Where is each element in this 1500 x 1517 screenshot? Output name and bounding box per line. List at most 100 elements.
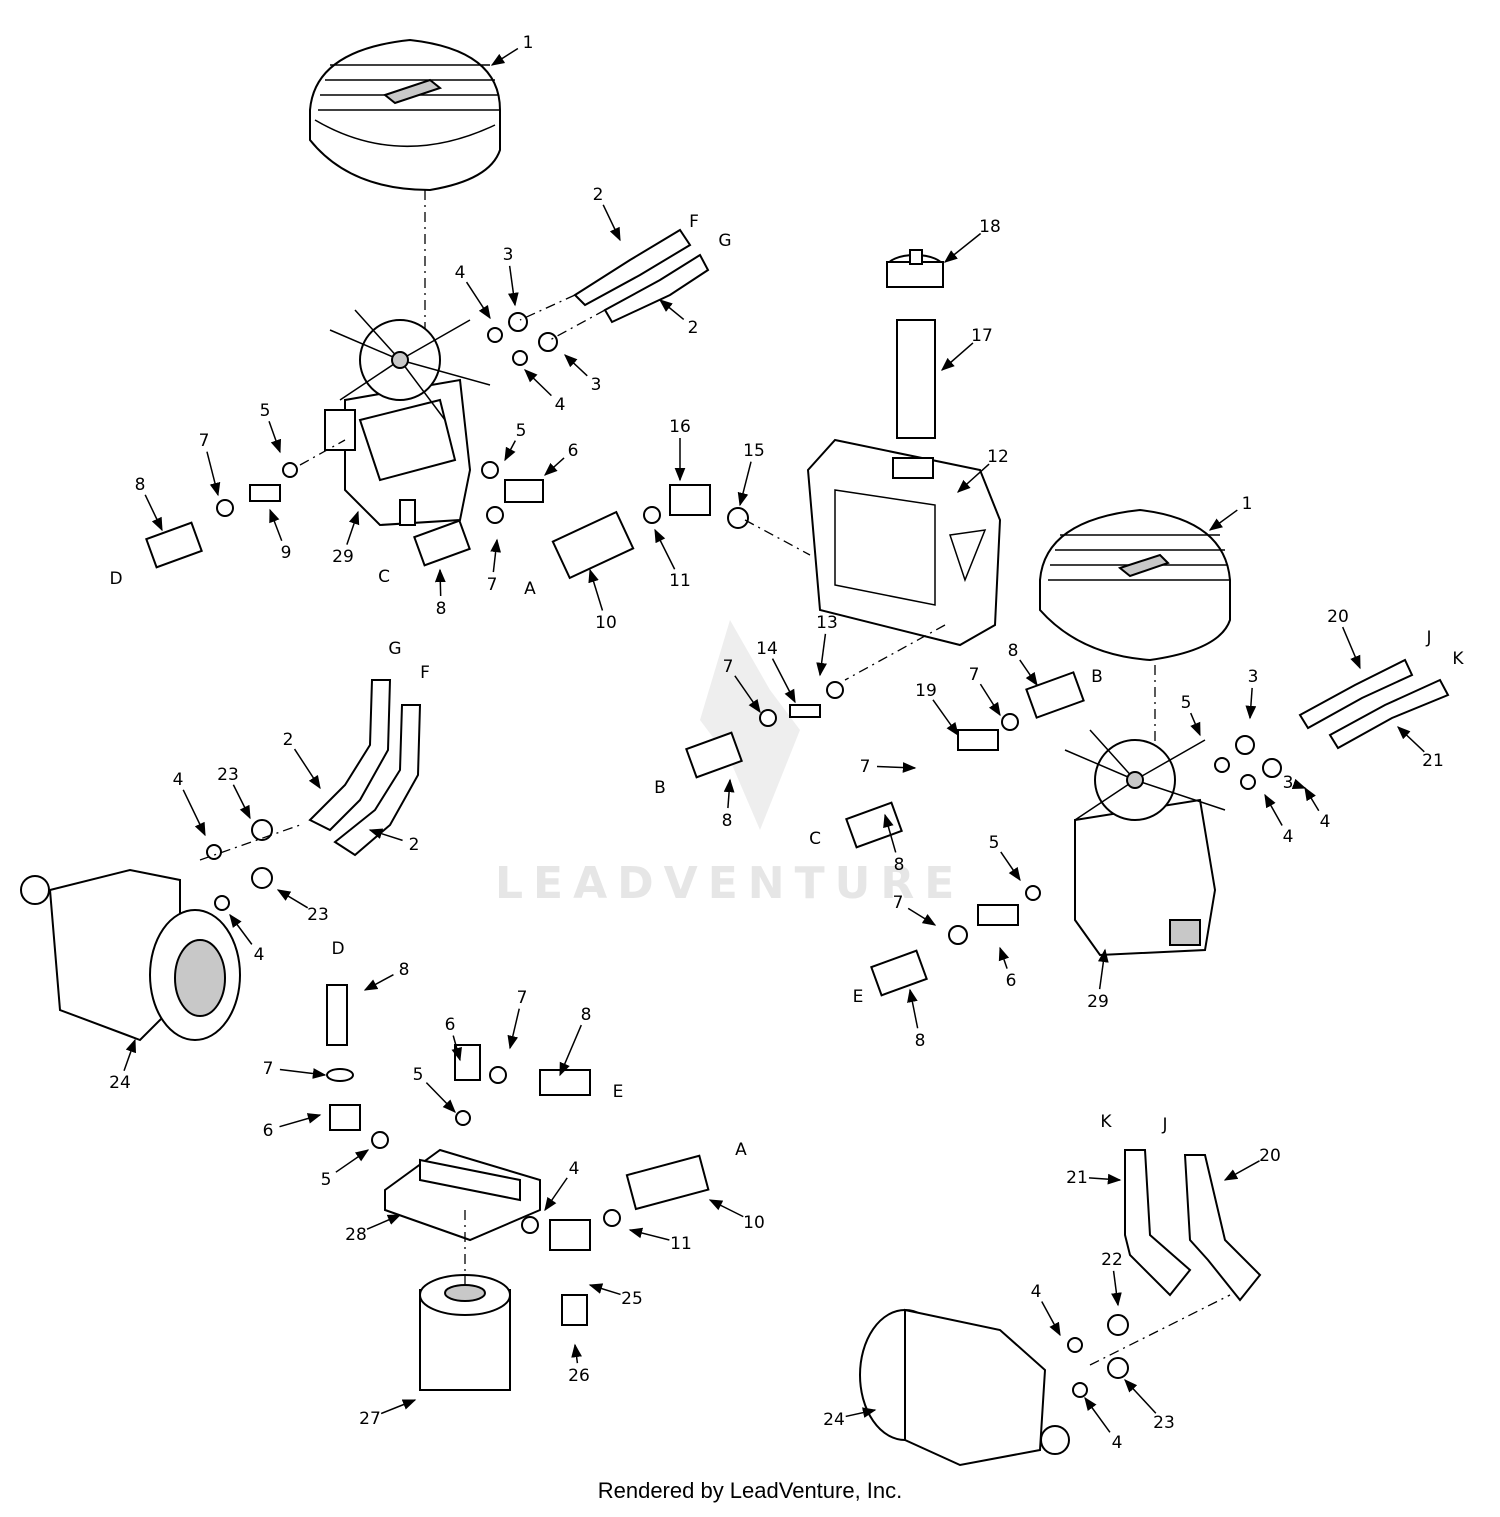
leader-arrow [979, 683, 1001, 717]
hydro-pump-top-left [324, 309, 491, 527]
callout-4: 4 [455, 263, 466, 283]
callout-8: 8 [894, 855, 905, 875]
leader-arrows [123, 47, 1425, 1433]
leader-arrow [1291, 778, 1307, 790]
leader-arrow [1041, 1301, 1061, 1337]
leader-arrow [182, 789, 206, 837]
leader-arrow [588, 1283, 621, 1296]
callout-7: 7 [723, 657, 734, 677]
callout-11: 11 [669, 571, 691, 591]
leader-arrow [723, 778, 735, 809]
callout-f: F [420, 663, 430, 683]
callout-1: 1 [1242, 494, 1253, 514]
leader-arrow [940, 342, 974, 371]
fan-cover-right [1039, 508, 1231, 662]
filter-assembly [326, 984, 710, 1391]
callout-a: A [524, 579, 536, 599]
callout-4: 4 [555, 395, 566, 415]
leader-arrow [279, 1068, 327, 1079]
leader-arrow [1019, 659, 1038, 687]
callout-f: F [689, 212, 699, 232]
callout-2: 2 [593, 185, 604, 205]
callout-23: 23 [217, 765, 239, 785]
leader-arrow [845, 1407, 877, 1418]
callout-25: 25 [621, 1289, 643, 1309]
callout-g: G [718, 231, 731, 251]
leader-arrow [816, 633, 827, 677]
callout-7: 7 [893, 893, 904, 913]
leader-arrow [1304, 786, 1320, 812]
callout-10: 10 [743, 1213, 765, 1233]
leader-arrow [654, 528, 676, 570]
callout-4: 4 [1031, 1282, 1042, 1302]
callout-9: 9 [281, 543, 292, 563]
callout-23: 23 [1153, 1413, 1175, 1433]
callout-13: 13 [816, 613, 838, 633]
callout-5: 5 [516, 421, 527, 441]
callout-7: 7 [860, 757, 871, 777]
callout-17: 17 [971, 326, 993, 346]
leader-arrow [363, 974, 394, 991]
callout-6: 6 [568, 441, 579, 461]
leader-arrow [507, 265, 519, 307]
leader-arrow [346, 510, 360, 545]
leader-arrow [368, 828, 403, 842]
callout-d: D [331, 939, 344, 959]
callout-6: 6 [1006, 971, 1017, 991]
callout-28: 28 [345, 1225, 367, 1245]
callout-5: 5 [321, 1170, 332, 1190]
callout-22: 22 [1101, 1250, 1123, 1270]
leader-arrow [206, 451, 221, 497]
hydraulic-hoses-left [206, 679, 422, 911]
leader-arrow [504, 440, 517, 462]
leader-arrow [564, 354, 588, 377]
callout-4: 4 [569, 1159, 580, 1179]
callout-6: 6 [263, 1121, 274, 1141]
callout-e: E [853, 987, 864, 1007]
leader-arrow [1245, 687, 1257, 720]
leader-arrow [883, 813, 897, 853]
callout-a: A [735, 1140, 747, 1160]
leader-arrow [1208, 509, 1238, 531]
hydro-pump-right [1064, 729, 1226, 957]
callout-j: J [1161, 1115, 1167, 1135]
leader-arrow [658, 299, 685, 320]
callout-15: 15 [743, 441, 765, 461]
callout-4: 4 [1320, 812, 1331, 832]
leader-arrow [998, 946, 1010, 969]
leader-arrow [1088, 1173, 1122, 1185]
callout-24: 24 [823, 1410, 845, 1430]
leader-arrow [490, 538, 501, 573]
leader-arrow [229, 913, 253, 945]
callout-4: 4 [254, 945, 265, 965]
leader-arrow [1223, 1160, 1260, 1181]
callout-1: 1 [523, 33, 534, 53]
leader-arrow [1097, 948, 1109, 990]
leader-arrow [544, 1177, 568, 1212]
leader-arrow [932, 699, 959, 737]
leader-arrow [907, 907, 937, 926]
leader-arrow [876, 762, 917, 773]
callout-29: 29 [1087, 992, 1109, 1012]
callout-8: 8 [399, 960, 410, 980]
leader-arrow [543, 457, 565, 476]
leader-arrow [335, 1149, 370, 1173]
leader-arrow [1397, 726, 1425, 753]
leader-arrow [434, 568, 446, 597]
callout-b: B [1091, 667, 1103, 687]
callout-b: B [654, 778, 666, 798]
leader-arrow [588, 568, 604, 611]
leader-arrow [269, 508, 283, 542]
callout-e: E [613, 1082, 624, 1102]
leader-arrow [425, 1082, 456, 1113]
callout-7: 7 [487, 575, 498, 595]
callout-14: 14 [756, 639, 778, 659]
callout-5: 5 [1181, 693, 1192, 713]
callout-5: 5 [989, 833, 1000, 853]
callout-5: 5 [413, 1065, 424, 1085]
callout-8: 8 [915, 1031, 926, 1051]
watermark: LEADVENTURE [495, 620, 954, 909]
drive-motor-right [859, 1308, 1070, 1467]
callout-24: 24 [109, 1073, 131, 1093]
